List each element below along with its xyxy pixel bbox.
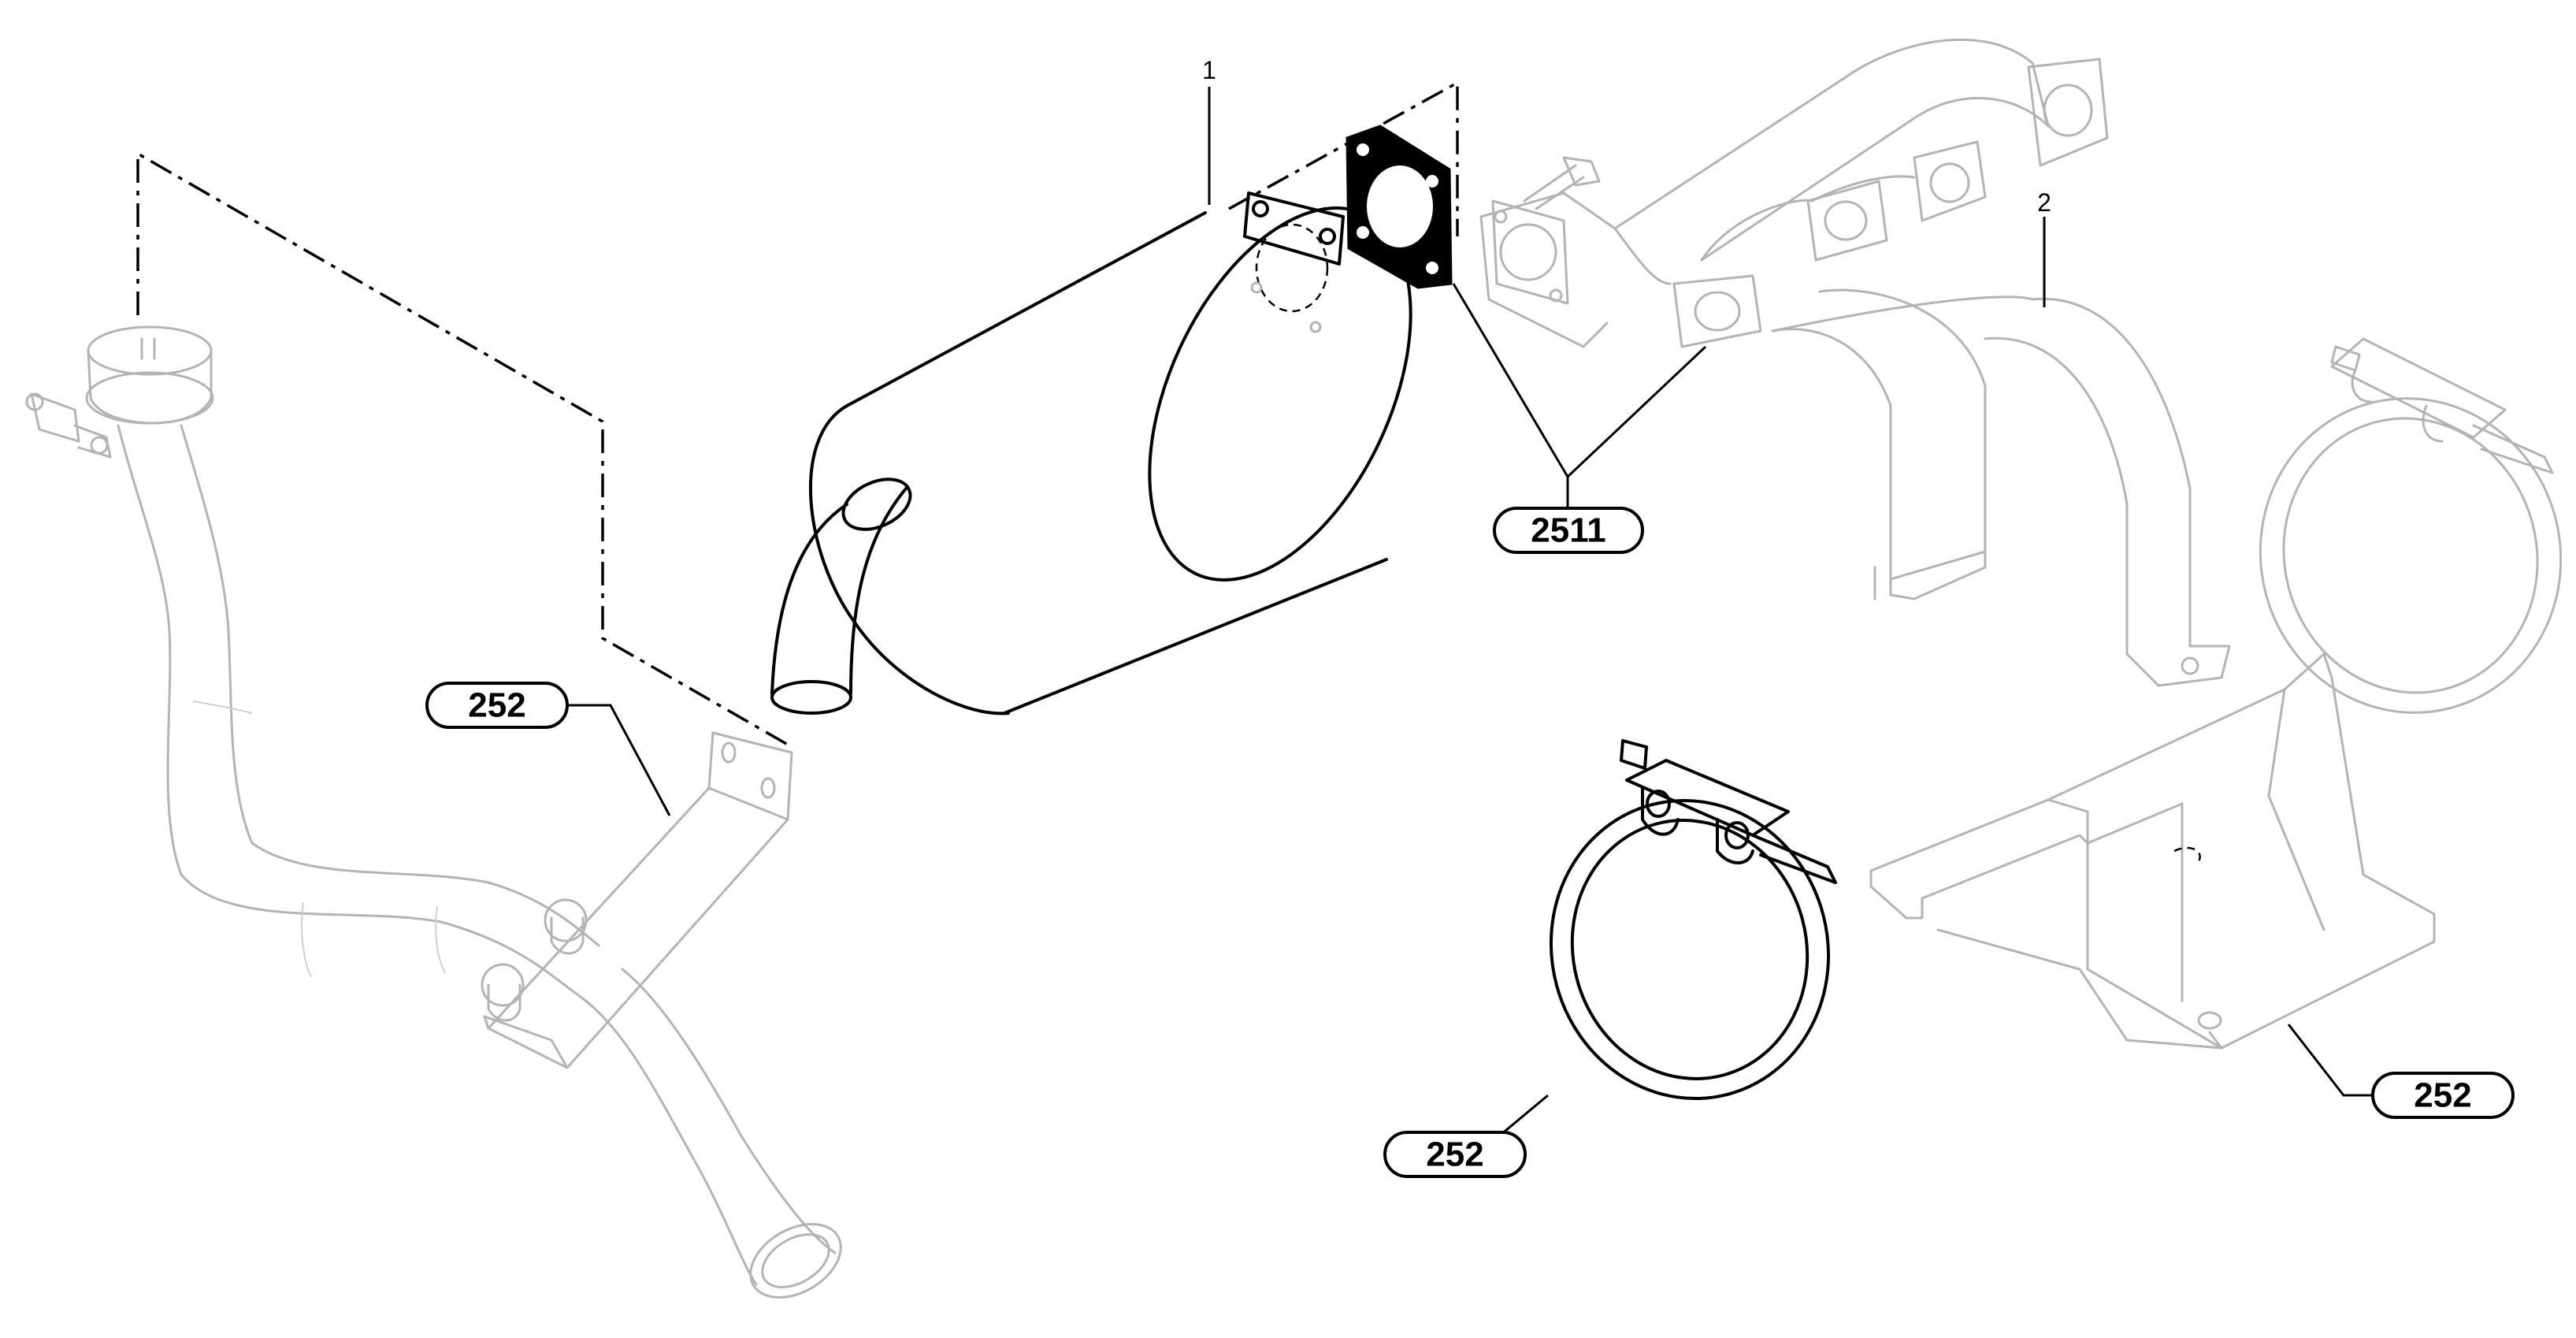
flange-gasket [1346, 125, 1453, 289]
muffler [770, 191, 1412, 715]
callout-label: 252 [2414, 1076, 2471, 1115]
callout-clamp-lower[interactable]: 252 [1383, 1131, 1527, 1178]
callout-label: 252 [1426, 1135, 1483, 1174]
callout-label: 252 [468, 686, 525, 725]
exhaust-bracket [481, 731, 793, 1069]
item-number-support-strap: 2 [2037, 188, 2051, 217]
hose-clamp-lower [1549, 739, 1837, 1101]
callout-label: 2511 [1531, 511, 1605, 550]
exhaust-manifold [1479, 38, 2109, 348]
hose-clamp-upper [2259, 337, 2563, 714]
callout-exhaust-bracket[interactable]: 252 [425, 682, 569, 729]
exhaust-pipe [25, 325, 842, 1299]
support-strap [1771, 288, 2231, 687]
item-number-muffler: 1 [1202, 56, 1216, 84]
leader-lines [567, 87, 2371, 1156]
callout-gasket-manifold[interactable]: 2511 [1493, 507, 1644, 554]
tray-bracket [1869, 652, 2436, 1050]
phantom-line-muffler-to-gasket [1228, 80, 1459, 236]
callout-tray-bracket[interactable]: 252 [2371, 1072, 2515, 1119]
phantom-line-pipe-to-muffler [136, 151, 789, 746]
